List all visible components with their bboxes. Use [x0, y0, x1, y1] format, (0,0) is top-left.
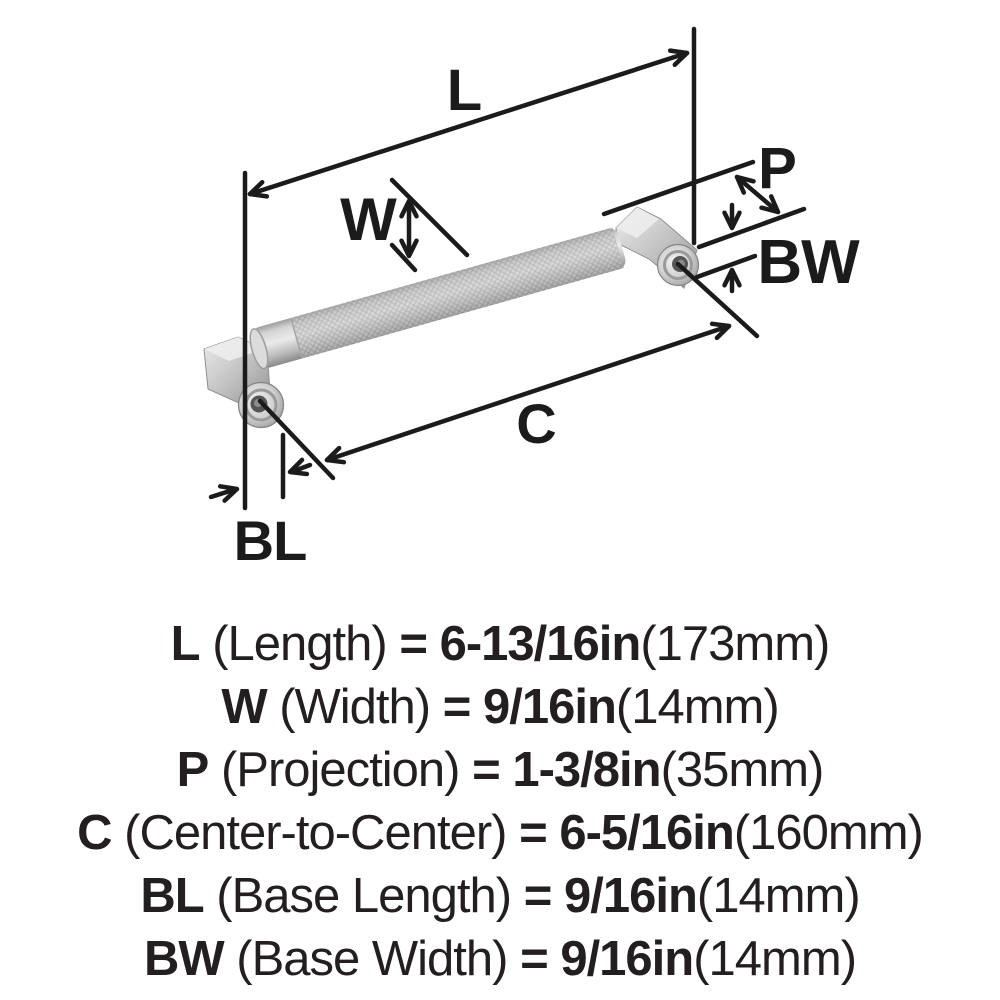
bl-arrowhead-left	[287, 457, 310, 477]
c-extension-right	[675, 261, 760, 339]
spec-name: (Length)	[212, 617, 388, 671]
bw-line	[694, 253, 758, 280]
spec-name: (Projection)	[220, 743, 461, 797]
pull-handle-illustration	[203, 206, 700, 429]
spec-label: BW	[143, 932, 225, 986]
spec-line-center-to-center: C (Center-to-Center) = 6-5/16in(160mm)	[0, 802, 1000, 865]
dim-label-c: C	[516, 392, 555, 455]
w-tick-upper	[389, 177, 470, 258]
spec-name: (Base Length)	[216, 869, 512, 923]
spec-line-base-length: BL (Base Length) = 9/16in(14mm)	[0, 865, 1000, 928]
spec-line-length: L (Length) = 6-13/16in(173mm)	[0, 613, 1000, 676]
spec-metric-value: (14mm)	[696, 869, 861, 923]
bl-arrowhead-right	[217, 484, 240, 503]
spec-equals: =	[523, 869, 553, 923]
spec-metric-value: (173mm)	[640, 617, 830, 671]
spec-equals: =	[520, 932, 549, 986]
p-arrowhead-lower	[759, 194, 781, 215]
right-foot-top-face	[616, 207, 659, 238]
spec-label: C	[77, 806, 112, 860]
l-arrowhead-right	[667, 48, 690, 68]
spec-line-base-width: BW (Base Width) = 9/16in(14mm)	[0, 928, 1000, 991]
dim-label-bw: BW	[757, 228, 860, 297]
p-extension-upper	[601, 159, 756, 217]
spec-name: (Center-to-Center)	[124, 806, 507, 860]
dimension-annotations: L W P BW	[208, 26, 861, 572]
left-foot-top-face	[204, 337, 263, 361]
knurled-bar	[249, 227, 626, 370]
spec-imperial-value: 9/16in	[563, 869, 698, 923]
spec-metric-value: (160mm)	[733, 806, 924, 860]
spec-imperial-value: 9/16in	[560, 932, 694, 986]
dim-label-l: L	[447, 58, 481, 123]
spec-label: L	[170, 617, 201, 671]
p-double-arrow	[734, 174, 781, 215]
spec-imperial-value: 6-13/16in	[439, 617, 642, 671]
bw-arrowhead-down	[722, 210, 742, 231]
p-arrowhead-upper	[734, 174, 756, 195]
w-arrowhead-down	[399, 238, 419, 259]
spec-list: L (Length) = 6-13/16in(173mm) W (Width) …	[0, 613, 1000, 991]
spec-line-projection: P (Projection) = 1-3/8in(35mm)	[0, 739, 1000, 802]
spec-line-width: W (Width) = 9/16in(14mm)	[0, 676, 1000, 739]
c-arrowhead-right	[709, 321, 732, 341]
l-arrowhead-left	[247, 179, 270, 199]
dim-label-bl: BL	[234, 509, 307, 572]
c-dimension-line	[324, 323, 732, 463]
spec-name: (Base Width)	[236, 932, 508, 986]
spec-label: P	[176, 743, 210, 797]
spec-metric-value: (14mm)	[693, 932, 857, 986]
w-arrowhead-up	[399, 198, 419, 219]
c-extension-left	[257, 398, 336, 481]
spec-imperial-value: 1-3/8in	[512, 743, 661, 797]
spec-label: BL	[140, 869, 204, 923]
spec-imperial-value: 9/16in	[482, 680, 617, 734]
l-dimension-line	[247, 50, 690, 197]
spec-equals: =	[442, 680, 472, 734]
spec-imperial-value: 6-5/16in	[559, 806, 734, 860]
spec-name: (Width)	[279, 680, 431, 734]
spec-equals: =	[472, 743, 501, 797]
w-tick-lower	[389, 242, 418, 273]
bl-arrow-left-shaft	[208, 487, 236, 500]
dim-label-p: P	[758, 136, 796, 201]
spec-equals: =	[399, 617, 428, 671]
bar-end-cap	[249, 328, 269, 370]
c-arrowhead-left	[324, 445, 347, 465]
spec-metric-value: (35mm)	[660, 743, 825, 797]
spec-label: W	[221, 680, 267, 734]
bw-arrowhead-up	[722, 267, 742, 288]
spec-equals: =	[519, 806, 548, 860]
bl-arrow-right-shaft	[291, 462, 313, 474]
spec-metric-value: (14mm)	[615, 680, 780, 734]
p-extension-lower	[696, 206, 807, 250]
dim-label-w: W	[340, 186, 397, 253]
